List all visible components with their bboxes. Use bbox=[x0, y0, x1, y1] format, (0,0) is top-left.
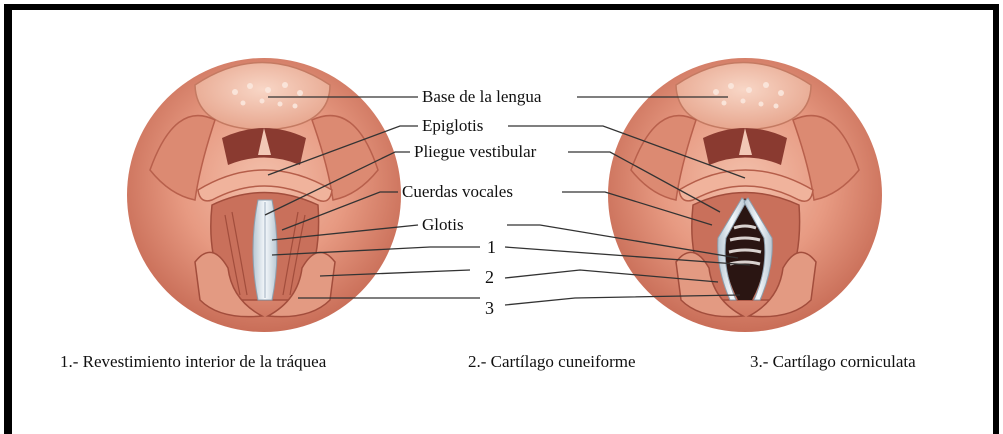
larynx-right-view bbox=[608, 58, 882, 332]
larynx-left-view bbox=[127, 58, 401, 332]
border-top bbox=[4, 4, 999, 10]
label-base-de-la-lengua: Base de la lengua bbox=[422, 88, 541, 106]
legend-item-1: 1.- Revestimiento interior de la tráquea bbox=[60, 352, 326, 372]
label-glotis: Glotis bbox=[422, 216, 464, 234]
legend-item-2: 2.- Cartílago cuneiforme bbox=[468, 352, 636, 372]
label-number-3: 3 bbox=[485, 299, 494, 317]
border-left bbox=[4, 4, 12, 434]
label-epiglotis: Epiglotis bbox=[422, 117, 483, 135]
label-cuerdas-vocales: Cuerdas vocales bbox=[402, 183, 513, 201]
label-number-2: 2 bbox=[485, 268, 494, 286]
label-pliegue-vestibular: Pliegue vestibular bbox=[414, 143, 536, 161]
label-number-1: 1 bbox=[487, 238, 496, 256]
legend-item-3: 3.- Cartílago corniculata bbox=[750, 352, 916, 372]
border-right bbox=[993, 4, 999, 434]
